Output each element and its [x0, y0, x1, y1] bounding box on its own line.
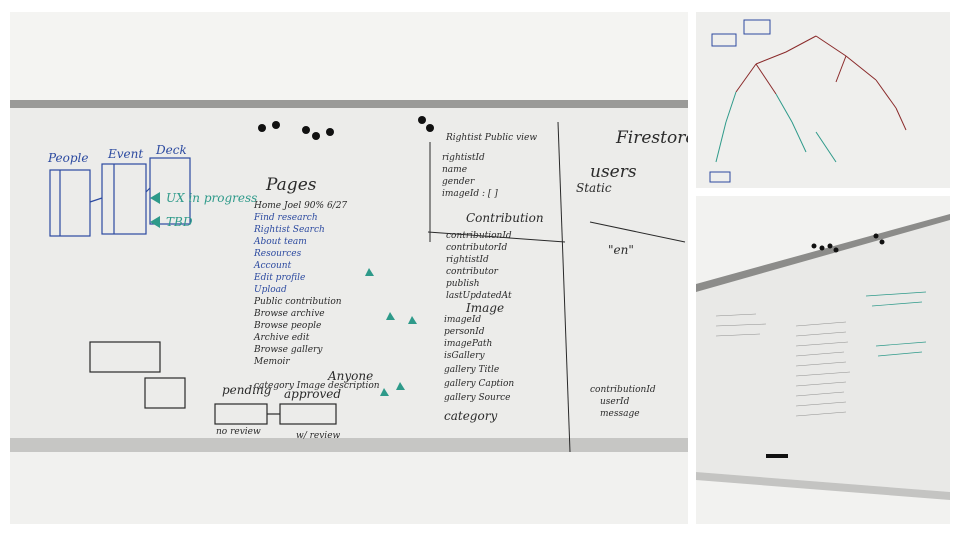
image-heading: Image: [466, 301, 505, 315]
marker-tray: [10, 438, 688, 452]
static-label: Static: [576, 181, 612, 195]
firestore-heading: Firestore: [616, 128, 688, 148]
rightist-field: name: [442, 165, 468, 175]
page-row: Memoir: [254, 357, 290, 367]
page-row: Public contribution: [254, 297, 342, 307]
ux-in-progress-label: UX in progress: [166, 191, 258, 205]
pages-heading: Pages: [266, 175, 317, 195]
tables-sketch: [49, 157, 191, 237]
contribution-field: lastUpdatedAt: [446, 291, 512, 301]
angled-board-surface: [696, 218, 950, 492]
page-row: Upload: [254, 285, 287, 295]
contribution-field: contributor: [446, 267, 498, 277]
angled-tray: [696, 472, 950, 500]
no-review-label: no review: [216, 427, 261, 437]
tree-diagram-scene: [709, 19, 907, 183]
page-row: category Image description: [254, 381, 380, 391]
image-field: gallery Caption: [444, 379, 515, 389]
page-row: Resources: [254, 249, 302, 259]
eraser-on-tray: [766, 454, 788, 458]
contribution-heading: Contribution: [466, 211, 544, 225]
angled-top-rail: [696, 214, 950, 292]
rightist-field: rightistId: [442, 153, 485, 163]
image-field: isGallery: [444, 351, 485, 361]
flow-boxes: [89, 341, 337, 425]
page-row: Account: [254, 261, 292, 271]
page-row: Browse people: [254, 321, 322, 331]
contribution-id-label: contributionId: [590, 385, 656, 395]
page-row: Rightist Search: [254, 225, 325, 235]
public-view-label: Rightist Public view: [446, 133, 538, 143]
pending-label: pending: [222, 383, 272, 397]
deck-label: Deck: [156, 143, 187, 157]
page-row: Archive edit: [254, 333, 310, 343]
angled-magnets: [811, 233, 885, 253]
angled-whiteboard-photo: [696, 196, 950, 524]
users-heading: users: [590, 162, 637, 182]
angled-board-scene: [696, 214, 950, 500]
image-field: gallery Source: [444, 393, 511, 403]
rightist-field: gender: [442, 177, 475, 187]
image-field: imageId: [444, 315, 482, 325]
page-row: Edit profile: [254, 273, 306, 283]
contribution-field: publish: [446, 279, 480, 289]
category-label: category: [444, 409, 498, 423]
w-review-label: w/ review: [296, 431, 341, 441]
contribution-field: contributorId: [446, 243, 508, 253]
teal-markers: [150, 192, 417, 396]
board-surface: [10, 108, 688, 438]
tree-lines-red: [735, 35, 907, 131]
main-whiteboard-scene: [10, 12, 688, 524]
approved-label: approved: [284, 387, 342, 401]
page-row: About team: [254, 237, 307, 247]
dividers: [427, 121, 686, 453]
en-key-label: "en": [608, 243, 634, 257]
contribution-field: rightistId: [446, 255, 489, 265]
image-field: gallery Title: [444, 365, 500, 375]
tbd-label: TBD: [166, 215, 193, 229]
faint-handwriting: [715, 313, 851, 417]
rightist-field: imageId : [ ]: [442, 189, 498, 199]
top-rail: [10, 100, 688, 108]
faint-teal-writing: [865, 291, 927, 357]
page-row: Find research: [254, 213, 318, 223]
magnets: [258, 116, 434, 140]
page-row: Home Joel 90% 6/27: [254, 201, 348, 211]
image-field: personId: [444, 327, 485, 337]
event-label: Event: [108, 147, 144, 161]
message-label: message: [600, 409, 640, 419]
people-label: People: [48, 151, 89, 165]
contribution-field: contributionId: [446, 231, 512, 241]
image-field: imagePath: [444, 339, 493, 349]
tree-diagram-photo: [696, 12, 950, 188]
user-id-label: userId: [600, 397, 630, 407]
anyone-label: Anyone: [328, 369, 374, 383]
page-row: Browse archive: [254, 309, 325, 319]
page-row: Browse gallery: [254, 345, 323, 355]
main-whiteboard-photo: Pages Firestore users Static "en" Righti…: [10, 12, 688, 524]
tree-lines-blue: [709, 19, 771, 183]
tree-lines-teal: [715, 91, 837, 163]
